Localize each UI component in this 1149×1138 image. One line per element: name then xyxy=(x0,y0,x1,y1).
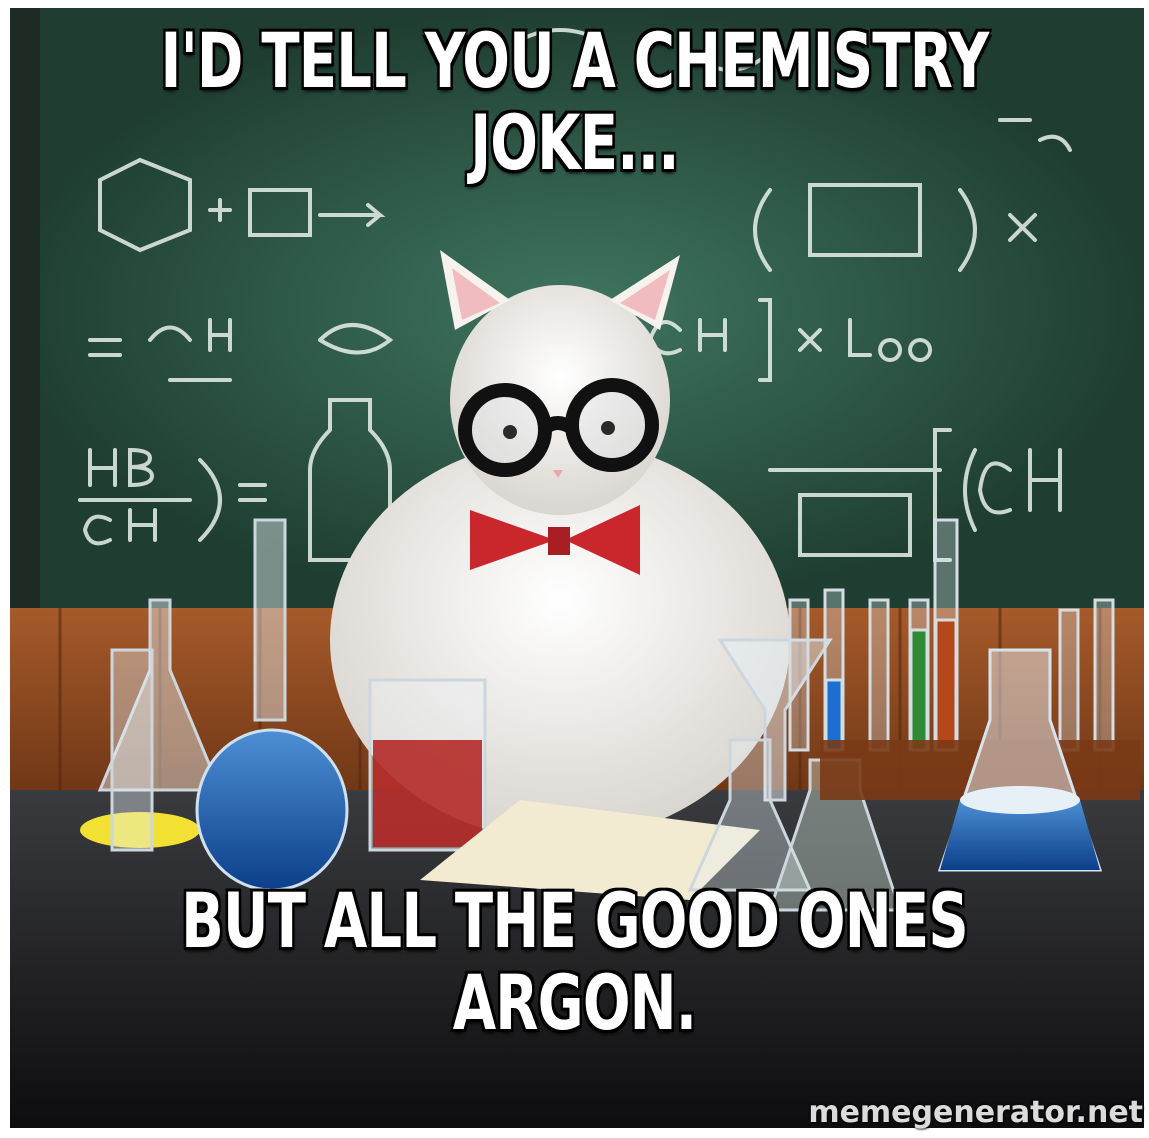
bowtie xyxy=(470,505,640,575)
top-caption-line1: I'D TELL YOU A CHEMISTRY xyxy=(159,16,990,105)
bottom-caption-line1: BUT ALL THE GOOD ONES xyxy=(180,876,970,965)
top-caption-line2: JOKE... xyxy=(469,98,681,187)
bottom-caption-line2: ARGON. xyxy=(452,958,699,1047)
top-caption: I'D TELL YOU A CHEMISTRY JOKE... xyxy=(0,16,1149,187)
bottom-caption: BUT ALL THE GOOD ONES ARGON. xyxy=(0,876,1149,1047)
watermark: memegenerator.net xyxy=(808,1095,1143,1130)
chalk-equations xyxy=(78,28,1072,562)
lab-glassware xyxy=(80,518,1140,912)
